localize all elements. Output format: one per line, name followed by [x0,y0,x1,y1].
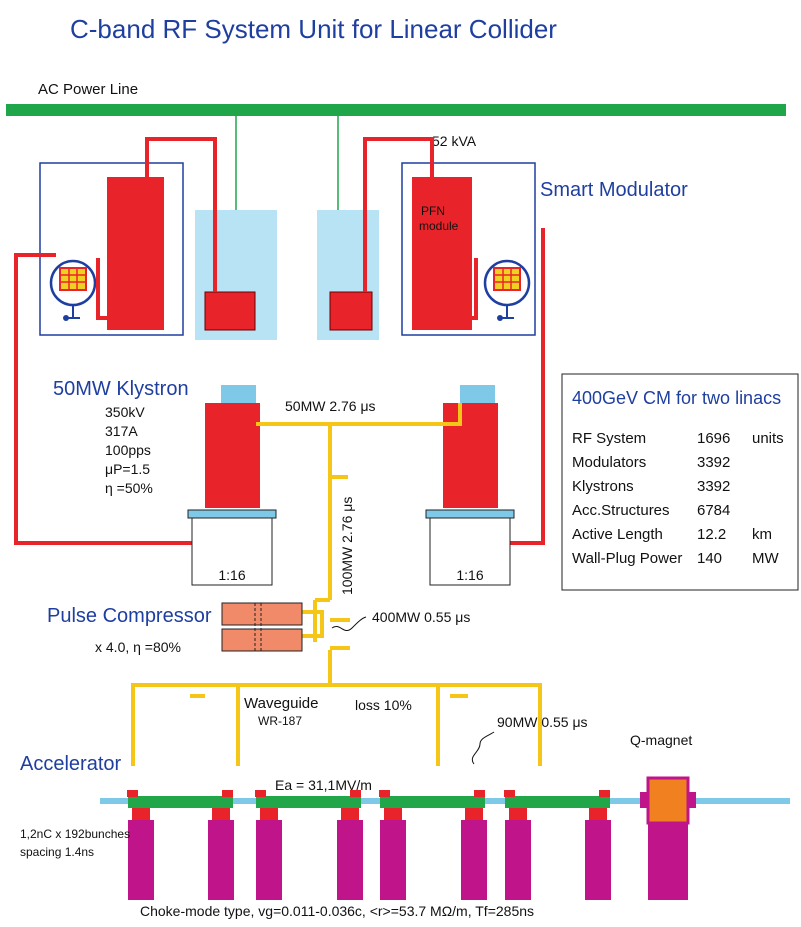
bunch-info-line1: 1,2nC x 192bunches [20,827,130,841]
thyratron-right-icon [483,259,531,321]
squiggle-compressed [331,616,367,632]
q-magnet [640,776,696,900]
klystron-title: 50MW Klystron [53,378,189,400]
kva-label: 52 kVA [432,133,477,149]
klystron-spec-perveance: μP=1.5 [105,461,150,477]
transformer-core-left [204,291,256,331]
waveguide-name: Waveguide [244,695,319,712]
row-value-klystrons: 3392 [697,478,730,495]
klystron-spec-rep-rate: 100pps [105,442,151,458]
structure-couplers [127,790,610,797]
klystron-right-body [443,403,498,508]
modulator-right-box [401,162,536,336]
klystron-right-flange [425,509,515,519]
row-label-modulators: Modulators [572,454,646,471]
row-label-rf-system: RF System [572,430,646,447]
ratio-label-left: 1:16 [218,567,245,583]
structure-footer: Choke-mode type, vg=0.011-0.036c, <r>=53… [140,903,534,919]
row-unit-active-length: km [752,526,772,543]
klystron-left-body [205,403,260,508]
thyratron-left-icon [49,259,97,321]
smart-modulator-label: Smart Modulator [540,179,688,201]
accelerator-title: Accelerator [20,753,121,775]
row-label-klystrons: Klystrons [572,478,634,495]
load-columns [128,808,611,900]
row-value-acc-structures: 6784 [697,502,730,519]
transformer-core-right [329,291,373,331]
modulator-left-box [39,162,184,336]
klystron-left-flange [187,509,277,519]
klystron-spec-voltage: 350kV [105,404,145,420]
pulse-compressor-spec: x 4.0, η =80% [95,639,181,655]
pfn-label-line1: PFN [421,204,445,218]
klystron-spec-efficiency: η =50% [105,480,153,496]
q-magnet-label: Q-magnet [630,732,692,748]
ac-power-line [6,104,786,116]
row-value-rf-system: 1696 [697,430,730,447]
ratio-label-right: 1:16 [456,567,483,583]
pulse-label-top: 50MW 2.76 μs [285,398,376,414]
accelerating-field: Ea = 31,1MV/m [275,777,372,793]
pfn-module-left [107,177,164,330]
pulse-compressor-title: Pulse Compressor [47,605,212,627]
transformer-tank-bottom-right [429,517,511,586]
row-label-acc-structures: Acc.Structures [572,502,670,519]
row-value-active-length: 12.2 [697,526,726,543]
pfn-module-right [412,177,472,330]
transformer-tank-bottom-left [191,517,273,586]
waveguide-network [131,403,542,766]
accelerating-structures [128,796,610,808]
bunch-info-line2: spacing 1.4ns [20,845,94,859]
ac-power-line-label: AC Power Line [38,81,138,98]
row-label-wall-plug-power: Wall-Plug Power [572,550,682,567]
pulse-label-vertical: 100MW 2.76 μs [339,497,355,595]
squiggle-branch [471,731,495,765]
row-label-active-length: Active Length [572,526,663,543]
klystron-spec-current: 317A [105,423,138,439]
row-value-wall-plug-power: 140 [697,550,722,567]
diagram-title: C-band RF System Unit for Linear Collide… [70,14,557,44]
klystron-left-magnet [221,385,256,403]
pfn-label-line2: module [419,219,459,233]
waveguide-loss: loss 10% [355,697,412,713]
row-unit-wall-plug-power: MW [752,550,779,567]
waveguide-type: WR-187 [258,714,302,728]
pulse-label-compressed: 400MW 0.55 μs [372,609,470,625]
klystron-right-magnet [460,385,495,403]
red-power-lines [14,137,545,545]
pulse-label-branch: 90MW 0.55 μs [497,714,588,730]
pulse-compressor-cavities [221,602,303,652]
parameters-table-box [561,373,799,591]
row-value-modulators: 3392 [697,454,730,471]
parameters-table-title: 400GeV CM for two linacs [572,388,781,408]
row-unit-rf-system: units [752,430,784,447]
